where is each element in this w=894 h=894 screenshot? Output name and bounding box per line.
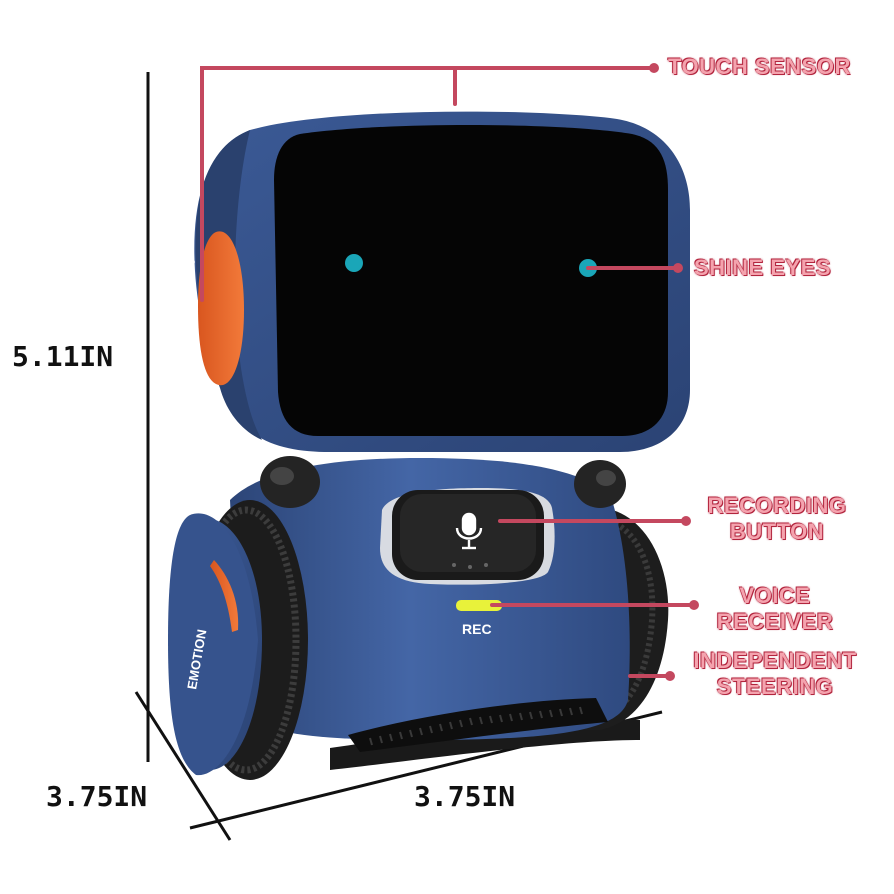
microphone-icon [455,512,483,550]
callout-lines [200,66,694,678]
left-wheel: EMOTION [168,500,308,780]
voice-receiver-text-1: VOICE [739,583,811,608]
right-arm [574,460,626,508]
touch-sensor-label: TOUCH SENSOR [668,54,851,80]
voice-receiver-led [456,600,502,611]
recording-button-text-1: RECORDING [707,493,847,518]
independent-steering-text-2: STEERING [716,674,834,699]
callout-dots [649,63,699,681]
shine-eyes-text: SHINE EYES [694,255,832,280]
recording-button-text-2: BUTTON [729,519,825,544]
depth-dimension: 3.75IN [46,780,148,813]
independent-steering-label: INDEPENDENT STEERING [678,648,872,700]
voice-receiver-label: VOICE RECEIVER [702,583,848,635]
rec-text: REC [462,621,492,637]
vent-slats [369,706,583,746]
face-screen [274,125,668,436]
recording-button-label: RECORDING BUTTON [694,493,860,545]
ear-sensor [198,231,244,386]
status-dots [452,563,488,569]
recording-button[interactable] [400,494,536,572]
left-arm [260,456,320,508]
wheel-orange-stripe [210,560,239,632]
bottom-vent [348,698,608,752]
shine-eyes-label: SHINE EYES [694,255,831,281]
voice-receiver-text-2: RECEIVER [716,609,834,634]
touch-sensor-text: TOUCH SENSOR [668,54,851,79]
independent-steering-text-1: INDEPENDENT [693,648,857,673]
height-dimension: 5.11IN [12,340,114,373]
left-eye [345,254,363,272]
width-dimension: 3.75IN [414,780,516,813]
